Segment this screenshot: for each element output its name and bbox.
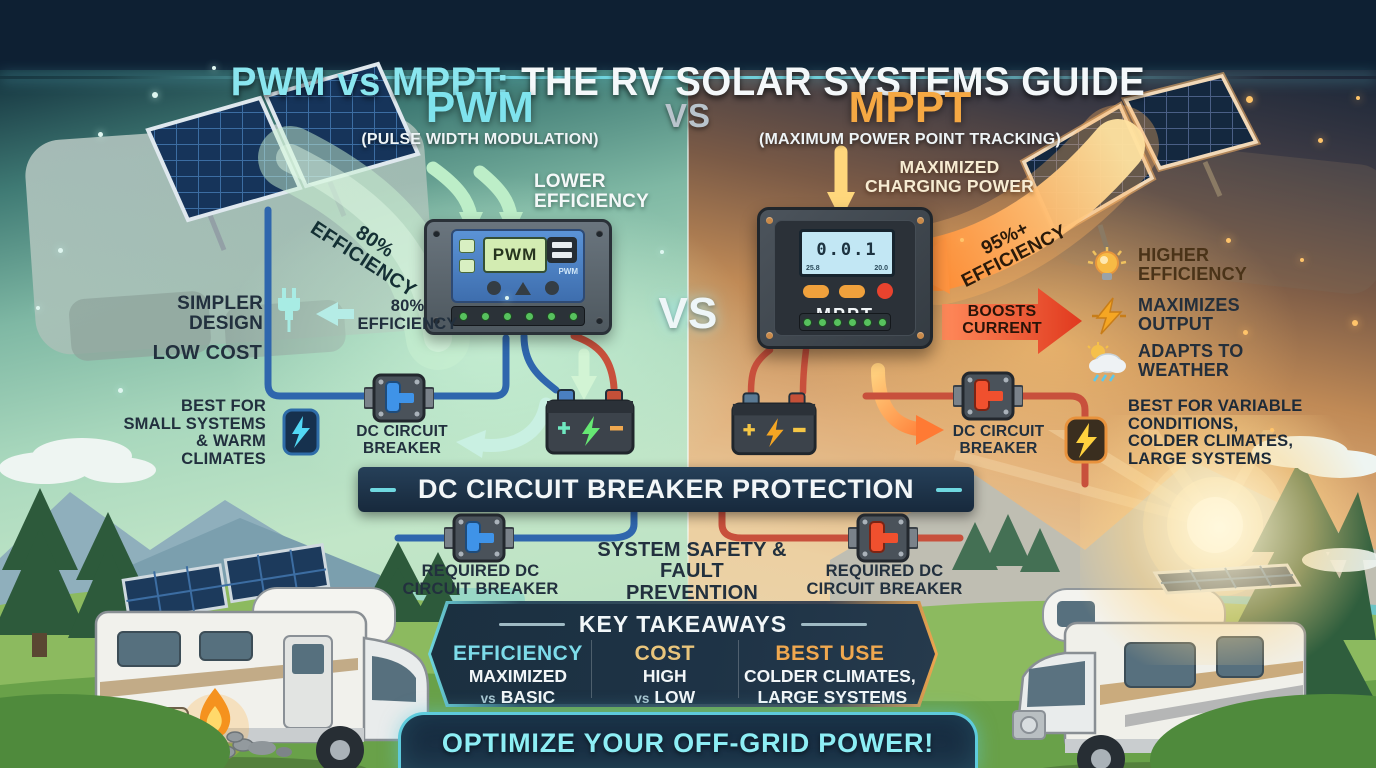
vs-mid: VS	[658, 289, 718, 338]
device-button[interactable]	[803, 285, 829, 298]
vs-top: VS	[664, 97, 712, 134]
sparkle	[36, 306, 40, 310]
safety-label: SYSTEM SAFETY & FAULT PREVENTION	[597, 539, 787, 604]
orange-curved-arrow	[871, 363, 944, 445]
wiring	[264, 206, 1089, 542]
required-breaker-right-device	[848, 513, 918, 563]
terminal-strip	[451, 306, 585, 326]
green-down-arrow	[571, 348, 597, 400]
usb-ports	[547, 237, 577, 263]
mppt-subheading: (MAXIMUM POWER POINT TRACKING)	[759, 131, 1061, 148]
sparkle	[1270, 428, 1274, 432]
sparkle	[1246, 96, 1253, 103]
device-button[interactable]	[487, 281, 501, 295]
footer-text: OPTIMIZE YOUR OFF-GRID POWER!	[441, 728, 935, 758]
bush	[1150, 694, 1376, 768]
sparkle	[152, 92, 158, 98]
pwm-controller-device: PWM PWM	[424, 219, 612, 335]
sparkle	[98, 132, 103, 137]
sun-glow	[1080, 415, 1376, 665]
sparkle	[660, 250, 664, 254]
mppt-breaker-label: DC CIRCUIT BREAKER	[952, 423, 1045, 457]
weather-icon	[1087, 342, 1126, 382]
pwm-subheading: (PULSE WIDTH MODULATION)	[361, 131, 599, 148]
title-rest: THE RV SOLAR SYSTEMS GUIDE	[521, 59, 1146, 104]
pwm-device-screen: PWM	[483, 237, 547, 273]
sparkle	[960, 238, 964, 242]
takeaway-best-use: BEST USE COLDER CLIMATES, LARGE SYSTEMS	[737, 640, 921, 704]
sparkle	[1243, 330, 1248, 335]
key-takeaways-title-row: KEY TAKEAWAYS	[431, 611, 935, 638]
mppt-best-for-label: BEST FOR VARIABLE CONDITIONS, COLDER CLI…	[1128, 397, 1303, 468]
protection-banner-text: DC CIRCUIT BREAKER PROTECTION	[417, 474, 914, 504]
boosts-current-label: BOOSTS CURRENT	[962, 303, 1042, 338]
feature-adapts-weather: ADAPTS TO WEATHER	[1084, 341, 1243, 384]
mint-curved-arrow	[456, 397, 553, 458]
rocks	[248, 741, 276, 755]
yellow-down-arrow	[827, 145, 855, 220]
cyan-left-arrow	[316, 302, 354, 326]
bolt-icon	[1092, 297, 1126, 335]
page-title: PWM vs MPPT:THE RV SOLAR SYSTEMS GUIDE	[28, 18, 1349, 104]
plug-icon	[278, 288, 300, 332]
device-button[interactable]	[839, 285, 865, 298]
fuse-lightning-icon-right	[1064, 416, 1108, 464]
pine-trees-center	[952, 514, 1060, 572]
pwm-best-for-label: BEST FOR SMALL SYSTEMS & WARM CLIMATES	[123, 397, 266, 468]
sparkle	[1318, 138, 1323, 143]
bush	[0, 694, 230, 768]
sparkle	[1300, 258, 1304, 262]
low-cost-label: LOW COST	[152, 342, 262, 364]
required-breaker-right-label: REQUIRED DC CIRCUIT BREAKER	[806, 562, 963, 598]
sparkle	[1226, 238, 1231, 243]
device-button[interactable]	[545, 281, 559, 295]
pwm-heading: PWM	[425, 83, 535, 132]
boosts-current-arrow	[942, 288, 1082, 354]
device-button[interactable]	[515, 282, 531, 295]
indicator-icon	[459, 239, 475, 253]
column-divider	[687, 88, 689, 603]
sparkle	[118, 388, 123, 393]
dc-breaker-right	[953, 371, 1023, 421]
fuse-lightning-icon-left	[282, 408, 320, 456]
mppt-device-screen: 0.0.1 25.8 20.0	[799, 229, 895, 277]
sparkle	[58, 248, 63, 253]
footer-banner: OPTIMIZE YOUR OFF-GRID POWER!	[398, 712, 978, 768]
indicator-icon	[459, 259, 475, 273]
feature-higher-efficiency: HIGHER EFFICIENCY	[1086, 245, 1247, 288]
pwm-device-brand: PWM	[558, 267, 578, 276]
mppt-heading: MPPT	[848, 83, 972, 132]
maximized-charging-label: MAXIMIZED CHARGING POWER	[864, 157, 1035, 196]
key-takeaways-title: KEY TAKEAWAYS	[578, 611, 788, 637]
feature-maximizes-output: MAXIMIZES OUTPUT	[1090, 295, 1240, 336]
device-button[interactable]	[877, 283, 893, 299]
battery-left	[545, 389, 635, 455]
bulb-icon	[1087, 247, 1127, 280]
sparkle	[212, 66, 216, 70]
title-divider-line	[0, 76, 1376, 79]
pwm-breaker-label: DC CIRCUIT BREAKER	[356, 423, 448, 457]
sparkle	[1356, 96, 1360, 100]
protection-banner: DC CIRCUIT BREAKER PROTECTION	[358, 467, 974, 512]
efficiency-80-label: 80% EFFICIENCY	[357, 297, 458, 333]
battery-right	[731, 392, 817, 456]
required-breaker-left-label: REQUIRED DC CIRCUIT BREAKER	[402, 562, 559, 598]
sparkle	[1352, 320, 1358, 326]
lower-efficiency-label: LOWER EFFICIENCY	[534, 171, 649, 213]
title-accent: PWM vs MPPT:	[230, 59, 510, 104]
sparkle	[505, 296, 509, 300]
simpler-design-label: SIMPLER DESIGN	[177, 293, 263, 335]
dc-breaker-left	[364, 373, 434, 423]
required-breaker-left-device	[444, 513, 514, 563]
mppt-controller-device: 0.0.1 25.8 20.0 MPPT	[757, 207, 933, 349]
terminal-strip	[799, 313, 891, 331]
